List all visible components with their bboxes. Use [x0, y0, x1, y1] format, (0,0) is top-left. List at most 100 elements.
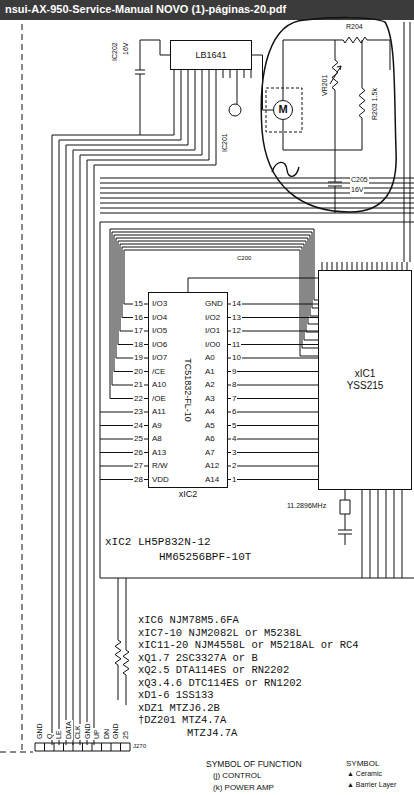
ic-box: xIC1YSS215 — [318, 270, 412, 490]
pin-name: Q — [46, 733, 54, 740]
pin-name: A6 — [204, 434, 216, 444]
border-line — [0, 752, 33, 753]
legend-text: ▲ Ceramic — [346, 770, 383, 778]
pin-number: 25 — [133, 434, 144, 444]
ic-pin — [223, 70, 224, 78]
hand-drawn-loop — [261, 18, 396, 212]
pin-number: 6 — [231, 407, 237, 417]
part-label: VR201 — [321, 74, 329, 97]
pin-name: A2 — [204, 380, 216, 390]
wire — [110, 229, 318, 399]
pin-name: I/O2 — [204, 313, 221, 323]
legend-heading: SYMBOL OF FUNCTION — [205, 759, 303, 769]
ic-pin — [216, 70, 217, 78]
pin-name: A10 — [151, 380, 167, 390]
pin-number: 16 — [133, 313, 144, 323]
wire — [228, 385, 318, 386]
pin-name: A7 — [204, 448, 216, 458]
parts-list-line: MTZJ4.7A — [186, 727, 238, 740]
pin-number: 1 — [231, 475, 237, 485]
wire — [228, 479, 318, 480]
pin-name: I/O0 — [204, 340, 221, 350]
connector-wire — [188, 278, 318, 292]
pin-number: 5 — [231, 421, 237, 431]
bus-wire — [100, 198, 414, 199]
bus-wire — [100, 188, 414, 189]
ic-pin — [209, 70, 210, 78]
pin-name: A0 — [204, 353, 216, 363]
wire — [126, 675, 127, 705]
connector-pin — [44, 743, 45, 751]
ic-pin — [244, 70, 245, 78]
part-name: TC51832-FL-10 — [183, 358, 194, 422]
ic-pin — [337, 262, 338, 270]
pin-name: /CE — [151, 367, 166, 377]
wire — [378, 490, 379, 578]
pin-name: 25 — [122, 730, 130, 740]
wire — [404, 22, 405, 262]
connector-pin — [54, 743, 55, 751]
pin-name: /OE — [151, 394, 167, 404]
part-name: M — [278, 103, 287, 116]
parts-list-line: xIC11-20 NJM4558L or M5218AL or RC4 — [137, 639, 360, 652]
ic-pin — [382, 262, 383, 270]
connector-symbol — [35, 743, 130, 751]
ic-pin — [367, 262, 368, 270]
resistor-symbol — [359, 88, 365, 118]
transistor-symbol — [229, 104, 241, 116]
pin-name: GND — [112, 722, 120, 740]
ic-pin — [230, 70, 231, 78]
pin-number: 10 — [231, 353, 242, 363]
wire — [237, 78, 238, 104]
ic-pin — [372, 262, 373, 270]
wire — [228, 344, 318, 345]
pin-name: A12 — [204, 461, 220, 471]
pin-name: R/W — [151, 461, 169, 471]
pin-number: 15 — [133, 299, 144, 309]
ic-pin — [387, 262, 388, 270]
pin-name: A8 — [151, 434, 163, 444]
wire — [283, 40, 343, 100]
part-label: 16V — [122, 42, 130, 56]
capacitor-symbol — [328, 90, 342, 213]
ic-pin — [188, 70, 189, 78]
bus-wire — [100, 193, 414, 194]
wire — [362, 40, 363, 88]
ic-pin — [322, 262, 323, 270]
resistor-symbol — [343, 37, 367, 43]
part-label: R204 — [345, 23, 364, 31]
legend-text: (j) CONTROL — [212, 771, 262, 781]
capacitor-symbol — [135, 40, 170, 135]
wire — [370, 490, 371, 578]
ic-box: LB1641 — [170, 40, 252, 70]
wire — [367, 40, 390, 70]
part-name: LB1641 — [195, 50, 226, 61]
ic-pin — [357, 262, 358, 270]
connector-pin — [63, 743, 64, 751]
pin-number: 14 — [231, 299, 242, 309]
ic-pin — [397, 262, 398, 270]
wire — [228, 439, 318, 440]
ic-pin — [251, 70, 252, 78]
wire — [118, 665, 119, 700]
pin-name: I/O7 — [151, 353, 168, 363]
part-label: J270 — [132, 743, 147, 750]
pin-number: 13 — [231, 313, 242, 323]
part-note: HM65256BPF-10T — [158, 551, 252, 564]
resistor-symbol — [123, 650, 129, 675]
pin-name: DATA — [65, 720, 73, 740]
wire — [126, 578, 127, 650]
frame-line — [100, 222, 414, 223]
pin-number: 27 — [133, 461, 144, 471]
pin-name: I/O1 — [204, 326, 221, 336]
wire — [228, 466, 318, 467]
frequency-label: 11.2896MHz — [286, 502, 327, 510]
part-note: xIC2 LH5P832N-12 — [104, 536, 212, 549]
wire — [228, 412, 318, 413]
wire — [394, 490, 395, 578]
bus-wire — [100, 208, 414, 209]
wiring — [0, 18, 414, 752]
parts-list-line: xQ2.5 DTA114ES or RN2202 — [137, 664, 290, 677]
pin-name: A14 — [204, 475, 220, 485]
wire — [410, 22, 411, 262]
